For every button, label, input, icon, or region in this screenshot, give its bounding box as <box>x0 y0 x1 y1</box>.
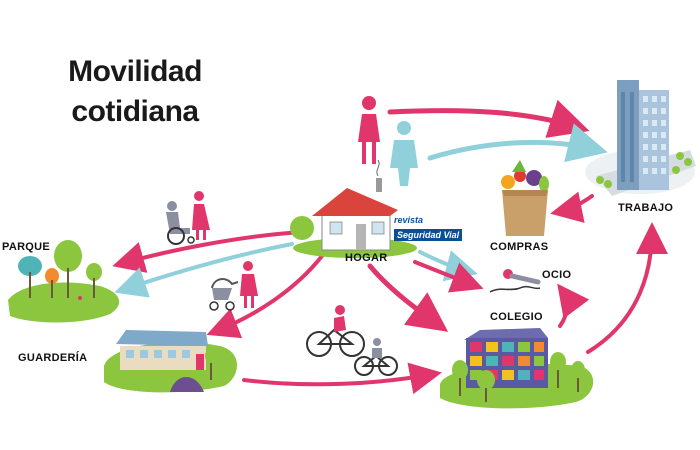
arrow-hogar-to-ocio <box>413 260 484 293</box>
trabajo-building <box>585 80 696 196</box>
logo-line-1: revista <box>394 215 424 225</box>
hogar-house <box>290 159 417 258</box>
stroller-icon <box>209 261 258 311</box>
arrow-trabajo-to-compras <box>550 191 594 223</box>
cyclist-small-icon <box>354 338 398 376</box>
compras-bag-icon <box>501 160 549 236</box>
pedestrian-blue-icon <box>390 121 418 186</box>
wheelchair-icon <box>166 191 210 245</box>
label-colegio: COLEGIO <box>490 311 543 323</box>
label-compras: COMPRAS <box>490 241 549 253</box>
label-ocio: OCIO <box>542 269 572 281</box>
revista-logo: revista Seguridad Vial <box>394 215 472 241</box>
page-title: Movilidad cotidiana <box>40 52 230 132</box>
guarderia-building <box>104 330 237 393</box>
cyclist-pink-icon <box>306 305 365 357</box>
pedestrian-pink-icon <box>358 96 380 164</box>
arrow-colegio-to-ocio <box>557 283 590 328</box>
trabajo-trees <box>596 152 692 188</box>
arrow-hogar-to-parque-pink <box>112 230 304 273</box>
label-trabajo: TRABAJO <box>618 202 674 214</box>
title-line-1: Movilidad <box>68 55 202 88</box>
arrow-hogar-to-parque-blue <box>114 242 294 298</box>
arrow-pedestrian-to-trabajo <box>387 99 590 138</box>
logo-line-2: Seguridad Vial <box>394 229 463 241</box>
arrow-colegio-to-trabajo <box>586 222 668 354</box>
parque-scene <box>8 240 120 323</box>
arrow-hogar-to-colegio <box>367 263 449 332</box>
label-guarderia: GUARDERÍA <box>18 352 88 364</box>
title-line-2: cotidiana <box>71 95 199 128</box>
label-hogar: HOGAR <box>345 252 388 264</box>
colegio-windows <box>470 342 544 380</box>
label-parque: PARQUE <box>2 241 51 253</box>
arrow-pedestrian-blue-to-trabajo <box>427 123 608 163</box>
ocio-swimmer-icon <box>489 269 541 293</box>
arrows <box>112 99 668 395</box>
arrow-hogar-to-guarderia <box>206 254 324 339</box>
arrow-guarderia-to-colegio <box>242 362 442 395</box>
colegio-building <box>440 328 594 409</box>
